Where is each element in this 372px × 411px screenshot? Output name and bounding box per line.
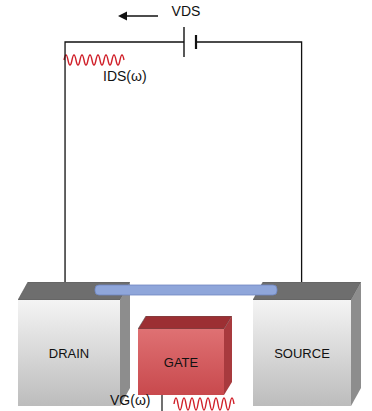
block-front-face (18, 300, 120, 406)
block-shape (18, 282, 130, 406)
block-top-face (253, 282, 361, 300)
current-label: IDS(ω) (103, 68, 147, 84)
block-side-face (351, 282, 361, 406)
nanotube (95, 285, 277, 295)
circuit-wire (65, 42, 302, 282)
current-arrowhead (118, 12, 127, 21)
connector-layer (65, 42, 302, 282)
voltage-label: VDS (172, 3, 201, 19)
block-side-face (120, 282, 130, 406)
block-side-face (224, 316, 232, 395)
source-block: SOURCE (253, 282, 361, 406)
current-arrow (122, 15, 158, 17)
block-label: GATE (164, 355, 198, 370)
block-front-face (253, 300, 351, 406)
gate-lead (161, 395, 162, 411)
block-top-face (138, 316, 232, 329)
current-signal-wave (64, 55, 124, 65)
gate-block: GATE (138, 316, 232, 395)
drain-block: DRAIN (18, 282, 130, 406)
block-label: SOURCE (274, 346, 330, 361)
block-top-face (18, 282, 130, 300)
block-shape (253, 282, 361, 406)
gate-voltage-label: VG(ω) (110, 392, 150, 408)
gate-signal-wave (174, 398, 234, 410)
block-front-face (138, 329, 224, 395)
block-label: DRAIN (49, 346, 89, 361)
battery-symbol (184, 27, 196, 57)
